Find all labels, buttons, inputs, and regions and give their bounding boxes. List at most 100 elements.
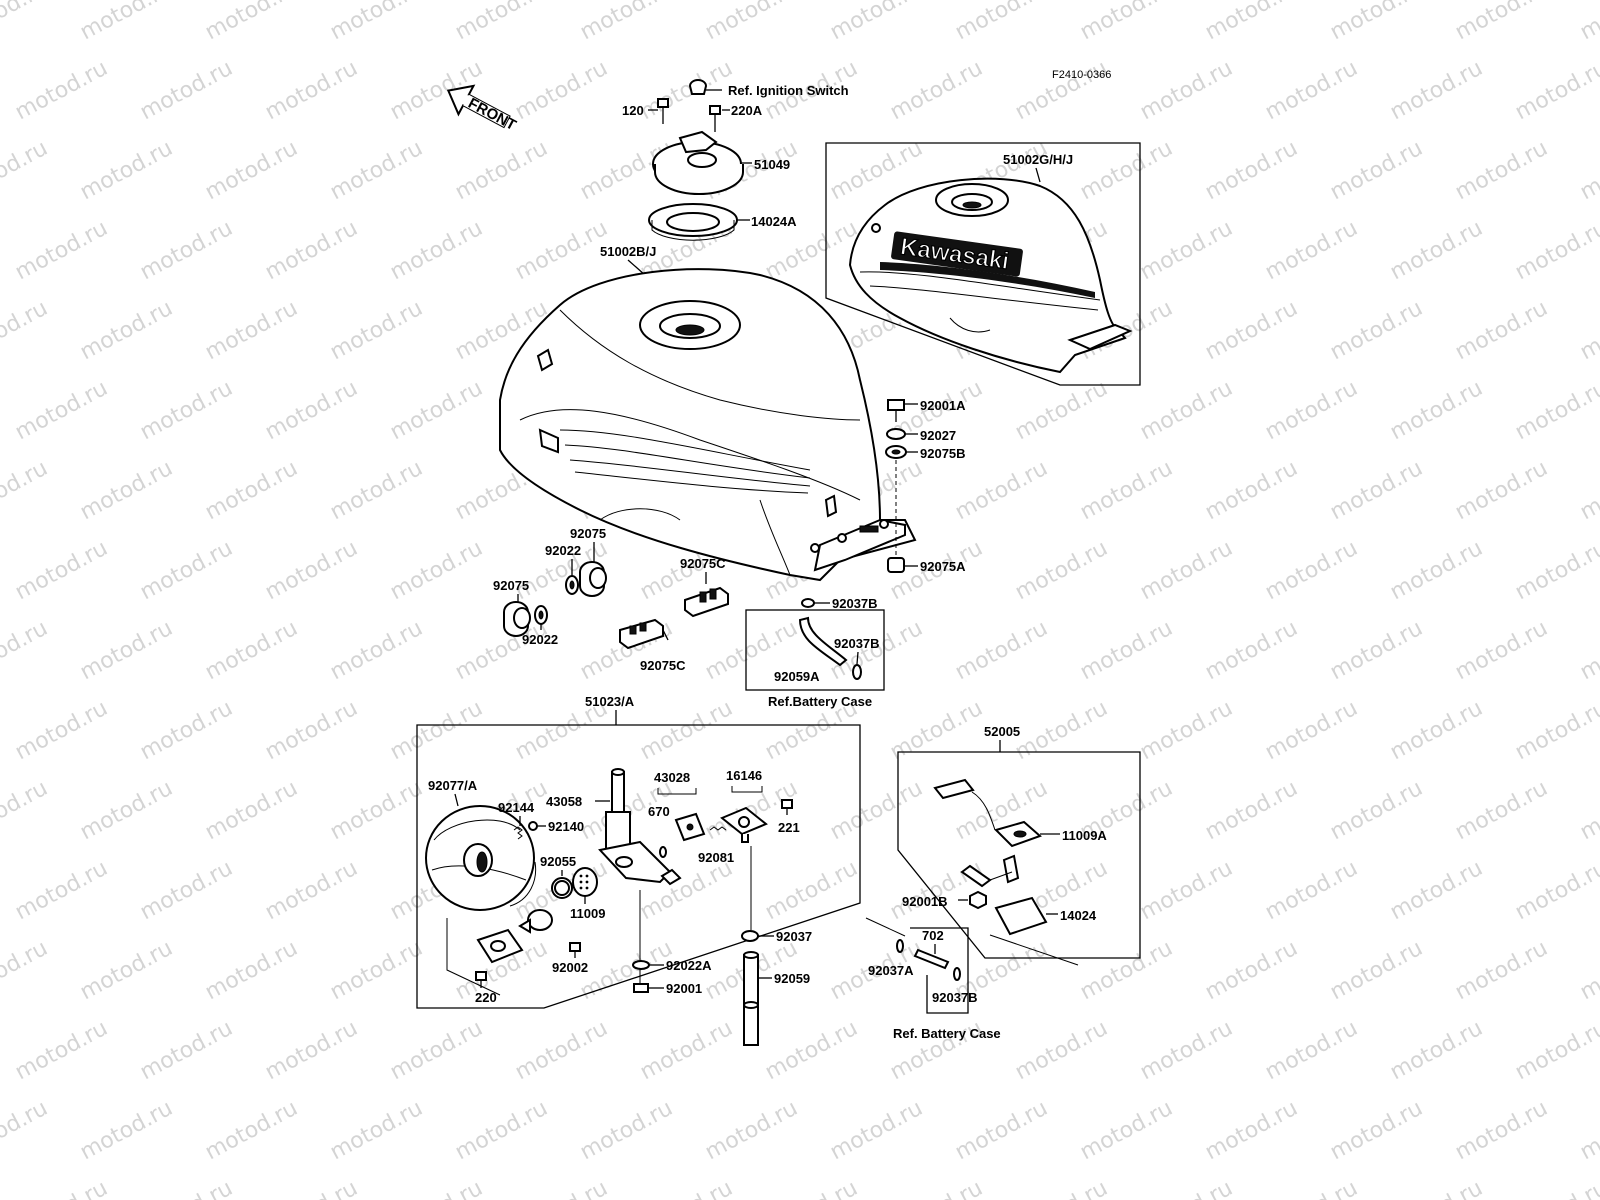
watermark-text: motod.ru [11,1016,112,1085]
fuel-cock-43058 [598,768,682,990]
damper-92075B [885,445,918,459]
watermark-text: motod.ru [1386,536,1487,605]
watermark-text: motod.ru [261,216,362,285]
watermark-text: motod.ru [76,776,177,845]
ignition-bolt [688,79,722,95]
watermark-text: motod.ru [1201,0,1302,45]
diagram-id: F2410-0366 [1052,69,1111,81]
leader-16146 [731,786,763,793]
filter-11009 [572,867,598,904]
label-670: 670 [648,804,670,819]
label-92140: 92140 [548,819,584,834]
watermark-text: motod.ru [1201,776,1302,845]
watermark-text: motod.ru [511,56,612,125]
watermark-text: motod.ru [201,1096,302,1165]
label-92022-bottom: 92022 [522,632,558,647]
washer-92022A [632,960,664,970]
watermark-text: motod.ru [136,376,237,445]
watermark-text: motod.ru [326,616,427,685]
label-92001B: 92001B [902,894,948,909]
label-92144: 92144 [498,800,535,815]
leader-bracket-left [446,918,501,996]
watermark-text: motod.ru [0,616,52,685]
watermark-text: motod.ru [761,856,862,925]
watermark-text: motod.ru [636,1176,737,1200]
bracket-92075C-bottom [619,618,669,650]
leader-92077A [454,793,459,807]
watermark-text: motod.ru [1386,1016,1487,1085]
label-14024A: 14024A [751,214,797,229]
watermark-text: motod.ru [11,696,112,765]
watermark-text: motod.ru [261,536,362,605]
label-ref-ignition: Ref. Ignition Switch [728,83,849,98]
label-92075-left: 92075 [493,578,529,593]
label-51049: 51049 [754,157,790,172]
watermark-text: motod.ru [386,376,487,445]
label-92075A: 92075A [920,559,966,574]
watermark-text: motod.ru [1136,216,1237,285]
watermark-text: motod.ru [1136,856,1237,925]
label-11009: 11009 [570,906,605,921]
watermark-text: motod.ru [511,216,612,285]
watermark-text: motod.ru [576,936,677,1005]
watermark-text: motod.ru [1451,0,1552,45]
label-92037B-c: 92037B [932,990,978,1005]
watermark-text: motod.ru [11,856,112,925]
watermark-text: motod.ru [451,136,552,205]
label-92075B: 92075B [920,446,966,461]
watermark-text: motod.ru [201,456,302,525]
watermark-text: motod.ru [451,616,552,685]
watermark-text: motod.ru [636,696,737,765]
label-92059: 92059 [774,971,810,986]
watermark-text: motod.ru [1201,456,1302,525]
label-ref-battery-1: Ref.Battery Case [768,694,872,709]
bracket-92075C-top [684,586,729,618]
label-92037A: 92037A [868,963,914,978]
label-51002GHJ: 51002G/H/J [1003,152,1073,167]
watermark-text: motod.ru [136,856,237,925]
watermark-text: motod.ru [761,1016,862,1085]
watermark-text: motod.ru [386,1176,487,1200]
watermark-text: motod.ru [1136,536,1237,605]
watermark-text: motod.ru [636,1016,737,1085]
watermark-text: motod.ru [136,56,237,125]
watermark-text: motod.ru [1136,56,1237,125]
watermark-text: motod.ru [326,936,427,1005]
watermark-text: motod.ru [1136,1016,1237,1085]
watermark-text: motod.ru [1511,856,1600,925]
oring-670 [659,846,667,858]
watermark-text: motod.ru [261,376,362,445]
watermark-text: motod.ru [1261,1176,1362,1200]
watermark-text: motod.ru [0,1096,52,1165]
watermark-text: motod.ru [1511,376,1600,445]
diaphragm-43028 [674,812,706,842]
watermark-text: motod.ru [1261,376,1362,445]
watermark-text: motod.ru [136,1016,237,1085]
bolt-220A [709,105,730,132]
front-arrow-label: FRONT [465,95,519,134]
lever-cover-92077A [425,805,537,911]
watermark-text: motod.ru [1451,456,1552,525]
label-16146: 16146 [726,768,762,783]
clamp-92037 [741,930,774,942]
label-92075-top: 92075 [570,526,606,541]
label-221: 221 [778,820,800,835]
watermark-text: motod.ru [326,1096,427,1165]
watermark-text: motod.ru [1451,936,1552,1005]
hose-assembly [960,864,1013,888]
watermark-text: motod.ru [76,936,177,1005]
label-11009A: 11009A [1062,828,1107,843]
watermark-text: motod.ru [1326,776,1427,845]
watermark-text: motod.ru [701,0,802,45]
inset-box-51002GHJ [825,142,1141,386]
gasket-14024A [648,203,750,241]
leader-pump-dash [989,934,1079,966]
pump-14024 [994,896,1058,936]
watermark-text: motod.ru [11,536,112,605]
watermark-text: motod.ru [1576,0,1600,45]
watermark-text: motod.ru [1511,56,1600,125]
watermark-text: motod.ru [1326,1096,1427,1165]
battery-hose-box [745,598,885,691]
watermark-text: motod.ru [326,776,427,845]
